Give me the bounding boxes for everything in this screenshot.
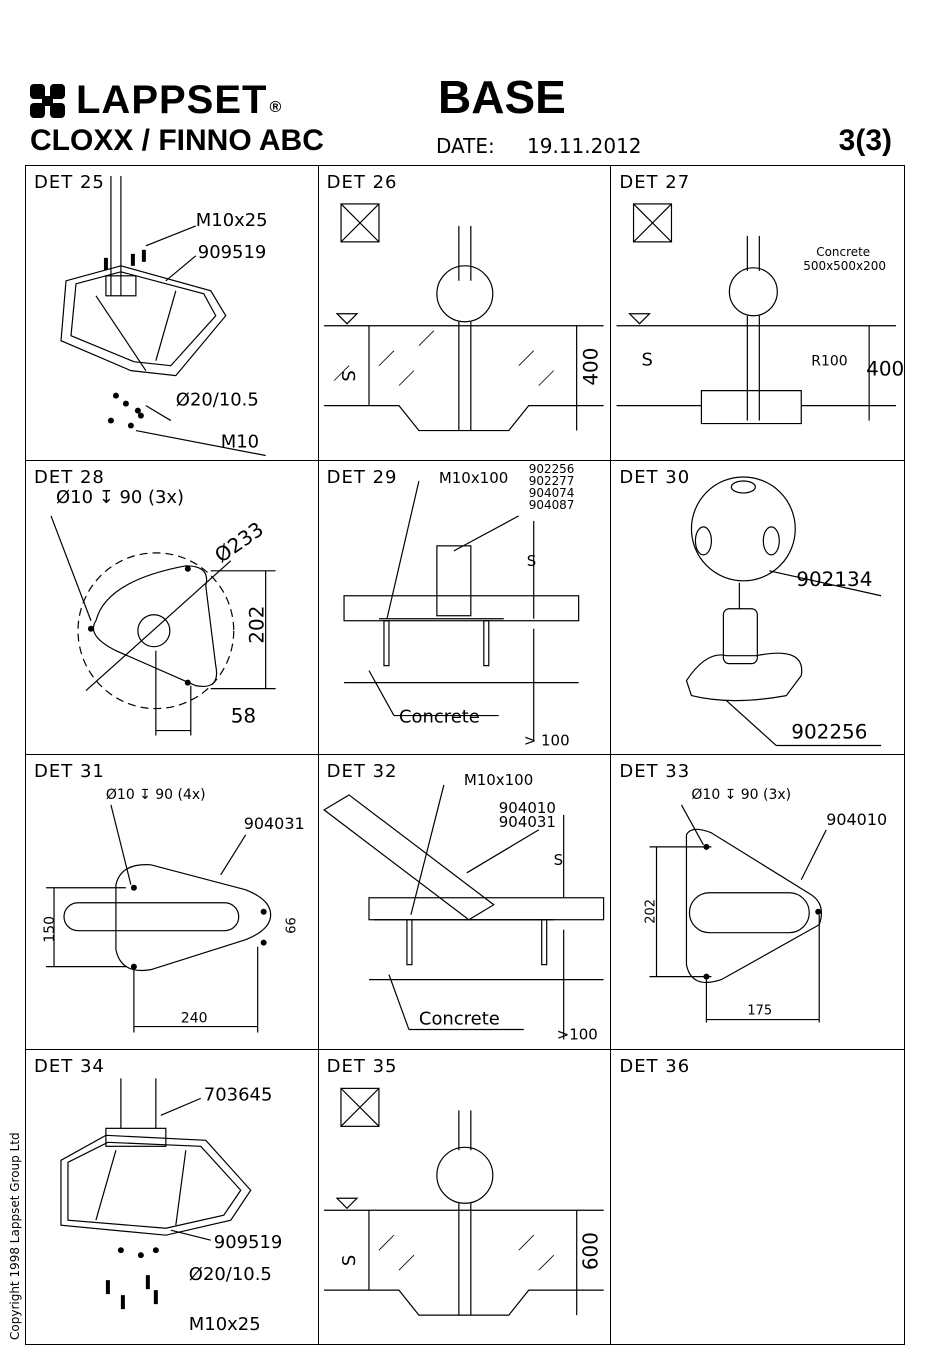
registered-mark: ® xyxy=(269,98,283,116)
dimension-text: Ø233 xyxy=(210,516,268,567)
callout-text: Ø10 ↧ 90 (4x) xyxy=(106,787,206,803)
page-title: BASE xyxy=(438,71,566,123)
callout-text: 902277 xyxy=(528,473,574,487)
ground-installation-drawing: S 600 xyxy=(323,1087,604,1316)
dimension-text: 58 xyxy=(231,703,256,727)
callout-text: Ø20/10.5 xyxy=(176,390,259,411)
bolted-base-section-drawing: M10x100 902256 902277 904074 904087 S Co… xyxy=(343,461,579,749)
base-plate-exploded-drawing: M10x25 909519 Ø20/10.5 M10 xyxy=(60,175,268,457)
detail-32: DET 32 M10x100 904010 904031 S Concrete … xyxy=(318,755,612,1050)
date-label: DATE: xyxy=(436,134,495,158)
callout-text: Concrete xyxy=(817,245,871,259)
brand-name: LAPPSET xyxy=(76,78,268,122)
callout-text: Concrete xyxy=(419,1009,500,1030)
detail-label: DET 35 xyxy=(326,1055,398,1077)
detail-label: DET 34 xyxy=(34,1055,105,1077)
detail-27: DET 27 Concrete 500x500x200 S R100 400 xyxy=(611,166,904,461)
dimension-text: 400 xyxy=(578,348,602,386)
detail-label: DET 26 xyxy=(326,172,398,193)
triangular-plate-plan-drawing: Ø10 ↧ 90 (3x) Ø233 202 58 xyxy=(50,486,276,736)
dimension-text: S xyxy=(553,851,563,869)
callout-text: 909519 xyxy=(198,242,267,263)
callout-text: 904074 xyxy=(528,485,574,499)
concrete-base-installation-drawing: Concrete 500x500x200 S R100 400 xyxy=(616,203,904,425)
detail-36: DET 36 xyxy=(611,1050,904,1345)
detail-33: DET 33 Ø10 ↧ 90 (3x) 904010 202 175 xyxy=(611,755,904,1050)
detail-35: DET 35 S 600 xyxy=(319,1049,612,1344)
ground-installation-drawing: S 400 xyxy=(323,203,604,432)
page-number: 3(3) xyxy=(838,124,892,157)
dimension-text: S xyxy=(339,1254,360,1265)
detail-34: DET 34 703645 909519 Ø20/10.5 M10x25 xyxy=(26,1049,319,1344)
brand-logo: LAPPSET ® xyxy=(28,78,282,123)
callout-text: 909519 xyxy=(214,1232,283,1253)
detail-label: DET 36 xyxy=(619,1055,691,1077)
callout-text: 904010 xyxy=(827,810,888,829)
detail-28: DET 28 Ø10 ↧ 90 (3x) Ø233 202 58 xyxy=(26,460,319,755)
dimension-text: > 100 xyxy=(523,731,569,749)
detail-label: DET 27 xyxy=(619,172,691,193)
copyright-notice: Copyright 1998 Lappset Group Ltd xyxy=(8,1132,22,1340)
callout-text: 904087 xyxy=(528,497,574,511)
dimension-text: 202 xyxy=(644,899,659,924)
dimension-text: S xyxy=(642,350,653,371)
detail-31: DET 31 Ø10 ↧ 90 (4x) 904031 150 66 240 xyxy=(26,755,319,1050)
callout-text: 904031 xyxy=(498,813,555,831)
dimension-text: S xyxy=(526,551,536,569)
callout-text: 904031 xyxy=(244,814,305,833)
date-value: 19.11.2012 xyxy=(527,134,642,158)
dimension-text: 150 xyxy=(42,916,58,943)
dimension-text: 600 xyxy=(578,1232,602,1270)
callout-text: 500x500x200 xyxy=(804,259,887,273)
callout-text: M10x100 xyxy=(439,468,508,486)
dimension-text: R100 xyxy=(812,354,848,370)
detail-label: DET 29 xyxy=(326,466,398,488)
oval-plate-plan-drawing: Ø10 ↧ 90 (4x) 904031 150 66 240 xyxy=(42,787,305,1033)
dimension-text: 202 xyxy=(245,605,269,643)
callout-text: Ø10 ↧ 90 (3x) xyxy=(692,787,792,803)
callout-text: 904010 xyxy=(498,799,555,817)
callout-text: M10x25 xyxy=(189,1314,261,1335)
callout-text: 902256 xyxy=(792,719,868,743)
dimension-text: 400 xyxy=(866,357,904,381)
detail-label: DET 31 xyxy=(34,761,105,782)
angled-post-section-drawing: M10x100 904010 904031 S Concrete >100 xyxy=(322,771,604,1044)
dimension-text: S xyxy=(339,370,360,381)
callout-text: 703645 xyxy=(204,1084,273,1105)
callout-text: Ø10 ↧ 90 (3x) xyxy=(56,486,184,507)
sphere-and-plate-assembly-drawing: 902134 902256 xyxy=(686,475,882,746)
detail-29: DET 29 M10x100 902256 902277 904074 9040… xyxy=(318,460,612,755)
callout-text: Ø20/10.5 xyxy=(189,1264,272,1285)
detail-label: DET 33 xyxy=(619,761,691,782)
dimension-text: >100 xyxy=(556,1026,597,1044)
callout-text: M10x100 xyxy=(463,771,532,789)
detail-label: DET 32 xyxy=(326,761,398,782)
detail-label: DET 25 xyxy=(34,172,105,193)
detail-label: DET 30 xyxy=(619,466,691,488)
callout-text: M10x25 xyxy=(196,210,268,231)
detail-grid: DET 25 M10x25 909519 Ø20/10.5 M10 xyxy=(25,165,905,1345)
callout-text: 902134 xyxy=(797,566,873,590)
dimension-text: 175 xyxy=(748,1004,773,1019)
dimension-text: 240 xyxy=(181,1011,208,1027)
product-name: CLOXX / FINNO ABC xyxy=(30,124,324,157)
callout-text: Concrete xyxy=(399,706,480,727)
callout-text: 902256 xyxy=(528,461,574,475)
callout-text: M10 xyxy=(221,432,259,453)
triangular-plate-plan-drawing: Ø10 ↧ 90 (3x) 904010 202 175 xyxy=(644,787,888,1023)
detail-30: DET 30 902134 902256 xyxy=(611,461,904,755)
detail-label: DET 28 xyxy=(34,466,105,488)
dimension-text: 66 xyxy=(285,917,300,934)
lappset-logo-icon xyxy=(30,83,65,118)
base-plate-exploded-drawing: 703645 909519 Ø20/10.5 M10x25 xyxy=(60,1077,283,1335)
detail-25: DET 25 M10x25 909519 Ø20/10.5 M10 xyxy=(26,166,319,461)
detail-26: DET 26 S 400 xyxy=(318,166,612,461)
